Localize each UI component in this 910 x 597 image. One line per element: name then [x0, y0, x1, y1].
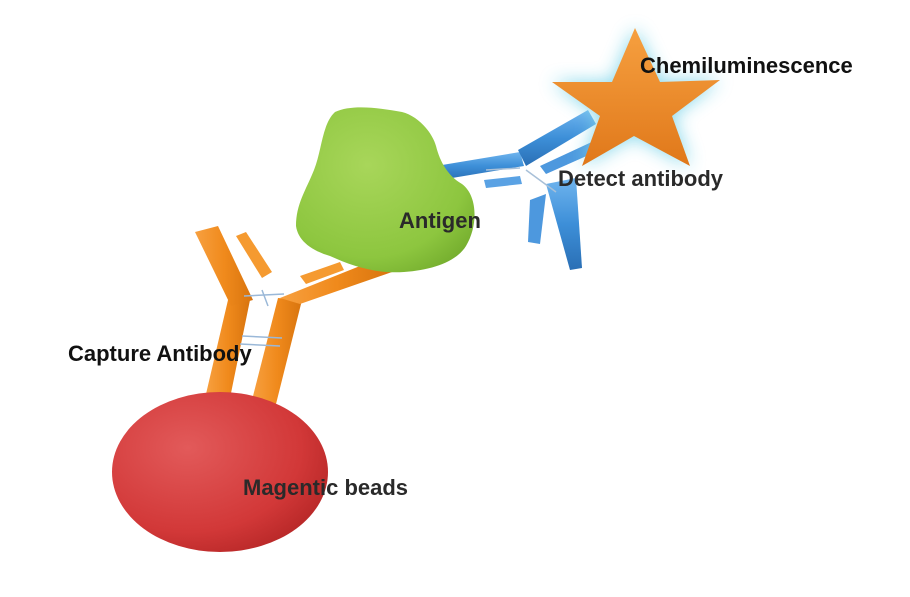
capture-antibody	[195, 226, 392, 404]
detect-antibody	[436, 110, 600, 270]
magnetic-beads-label: Magentic beads	[243, 475, 409, 500]
detect-antibody-label: Detect antibody	[558, 166, 724, 191]
magnetic-bead	[112, 392, 328, 552]
antigen-blob	[296, 107, 475, 273]
chemiluminescence-star	[552, 28, 720, 166]
capture-antibody-label: Capture Antibody	[68, 341, 252, 366]
chemiluminescence-label: Chemiluminescence	[640, 53, 853, 78]
antigen-label: Antigen	[399, 208, 481, 233]
